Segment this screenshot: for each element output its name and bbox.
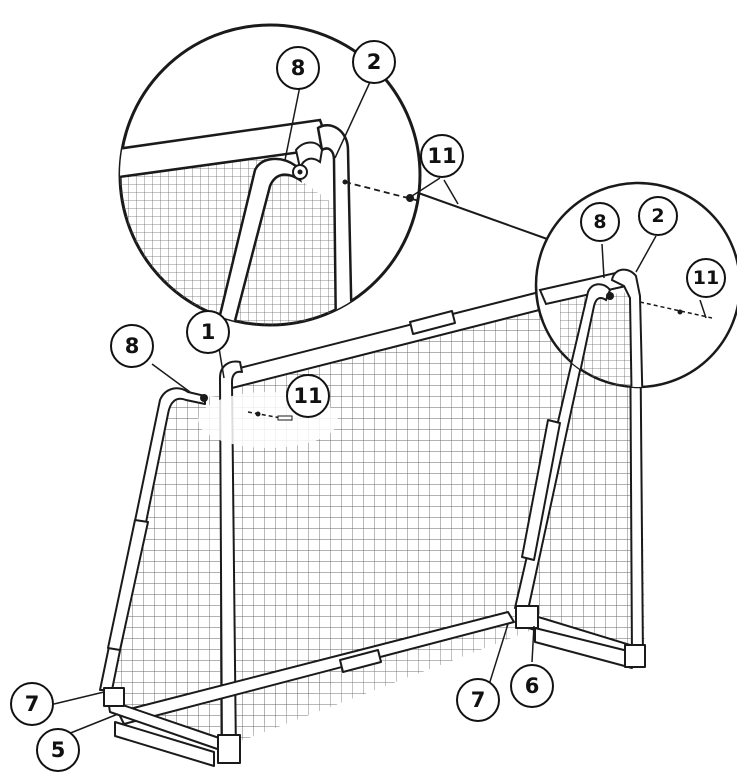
callout-part-11-small-zoom: 11: [686, 258, 726, 298]
callout-leaders: [53, 235, 707, 735]
callout-part-11-zoom: 11: [420, 134, 464, 178]
callout-part-2-small-zoom: 2: [638, 196, 678, 236]
callout-part-2-zoom: 2: [352, 40, 396, 84]
zoom-circle-large: [118, 23, 459, 327]
callout-part-11-left: 11: [286, 374, 330, 418]
callout-part-7-right: 7: [456, 678, 500, 722]
zoom-connector: [409, 189, 551, 241]
callout-part-1-left: 1: [186, 310, 230, 354]
callout-part-8-small-zoom: 8: [580, 202, 620, 242]
callout-part-8-zoom: 8: [276, 46, 320, 90]
goal-frame: [99, 268, 646, 767]
callout-part-5-left: 5: [36, 728, 80, 772]
callout-part-8-left: 8: [110, 324, 154, 368]
callout-part-6-right: 6: [510, 664, 554, 708]
callout-part-7-left: 7: [10, 682, 54, 726]
